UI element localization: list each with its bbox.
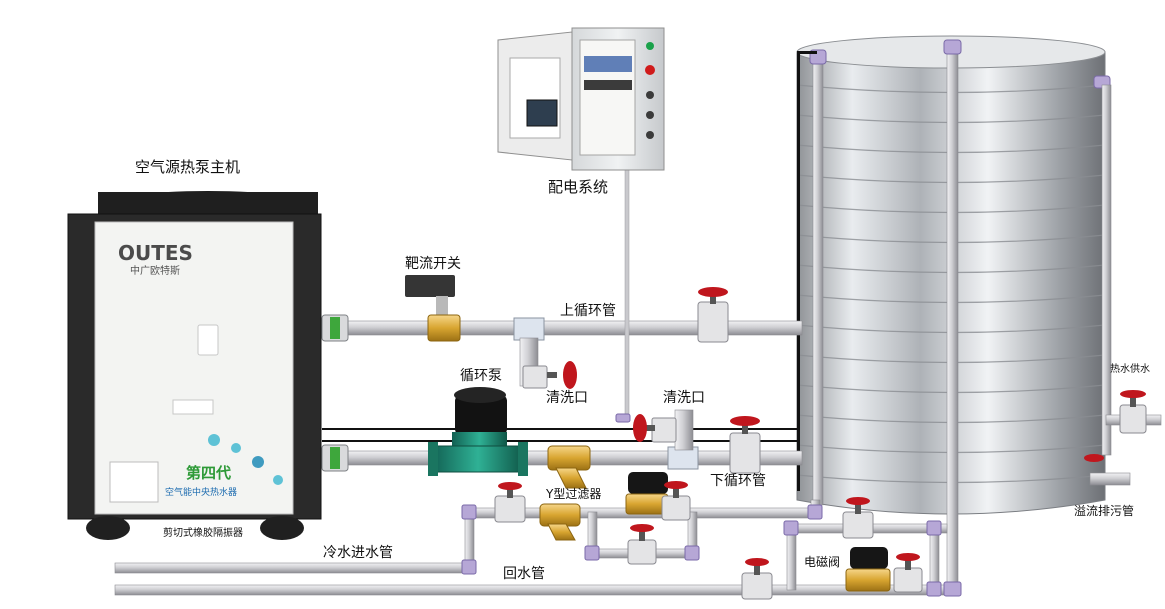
valve-clean-port-lower [633,414,677,443]
target-flow-switch [405,275,461,342]
storage-tank [796,35,1112,594]
y-filters [539,445,591,541]
label-clean-port-1: 清洗口 [546,390,588,406]
label-lower-loop: 下循环管 [710,473,766,489]
distribution-cabinet [497,27,665,171]
label-target-flow-switch: 靶流开关 [405,256,461,272]
labels: 空气源热泵主机 配电系统 靶流开关 上循环管 清洗口 循环泵 清洗口 下循环管 … [135,158,1150,582]
heat-pump-brand-sub: 中广欧特斯 [130,264,180,277]
valve-lower-loop [729,416,761,474]
valve-bypass [627,524,657,565]
label-clean-port-2: 清洗口 [663,390,705,406]
label-cold-inlet: 冷水进水管 [323,545,393,561]
heat-pump-brand: OUTES [118,241,193,265]
valve-clean-port-upper [522,361,577,389]
label-pump: 循环泵 [460,368,502,384]
label-solenoid: 电磁阀 [804,554,840,569]
heat-pump-slogan: 空气能中央热水器 [165,486,237,498]
solenoid-valve-lower [845,547,891,592]
label-return-pipe: 回水管 [503,566,545,582]
circulation-pump [428,387,528,476]
valve-solenoid-branch [893,553,923,593]
heat-pump-unit: OUTES 中广欧特斯 第四代 空气能中央热水器 [67,191,322,540]
label-overflow: 溢流排污管 [1074,503,1134,518]
valve-tank-inlet [842,497,874,539]
label-damper: 剪切式橡胶隔振器 [163,526,243,539]
valve-hot-supply [1119,390,1147,434]
label-heat-pump: 空气源热泵主机 [135,158,240,176]
gate-valves [494,287,1147,600]
label-y-filter: Y型过滤器 [545,487,601,501]
label-hot-supply: 热水供水 [1110,362,1150,375]
heat-pump-generation: 第四代 [186,464,231,482]
label-upper-loop: 上循环管 [560,303,616,319]
overflow-cap [1084,454,1104,462]
solenoid-valve-upper [625,472,669,515]
valve-return [741,558,773,600]
valve-upper-loop [697,287,729,343]
label-distribution: 配电系统 [548,178,608,196]
valve-filter-branch-1 [661,481,691,521]
rubber-dampers [86,516,304,540]
water-drops-decoration [208,434,283,485]
valve-cold-inlet [494,482,526,523]
